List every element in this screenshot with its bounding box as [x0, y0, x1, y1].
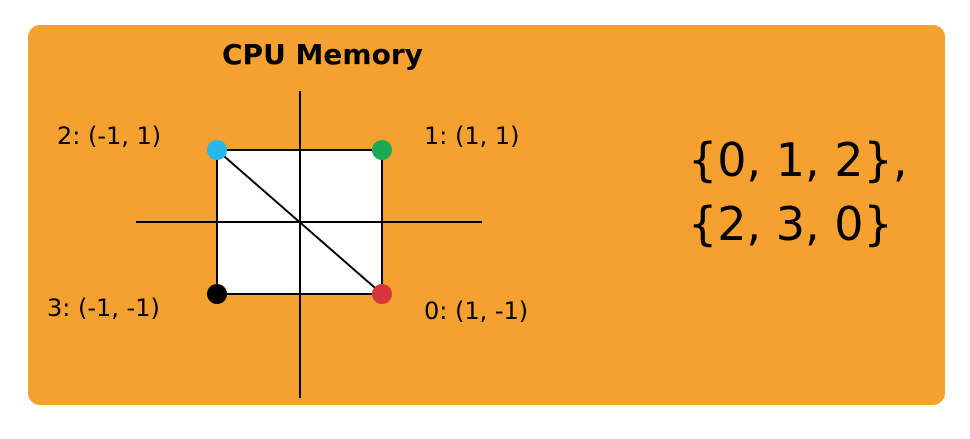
vertex-label-1: 1: (1, 1)	[424, 122, 520, 150]
diagram-title: CPU Memory	[222, 38, 423, 71]
vertex-dot-0	[372, 284, 392, 304]
vertex-label-2: 2: (-1, 1)	[57, 122, 162, 150]
vertex-dot-3	[207, 284, 227, 304]
vertex-label-3: 3: (-1, -1)	[47, 294, 160, 322]
vertex-dot-2	[207, 140, 227, 160]
index-list: {0, 1, 2}, {2, 3, 0}	[688, 128, 907, 256]
index-triangle-1: {0, 1, 2},	[688, 133, 908, 187]
vertex-dot-1	[372, 140, 392, 160]
memory-panel	[28, 25, 945, 405]
triangle-diagonal	[216, 149, 383, 295]
vertex-label-0: 0: (1, -1)	[424, 297, 529, 325]
index-triangle-2: {2, 3, 0}	[688, 197, 893, 251]
